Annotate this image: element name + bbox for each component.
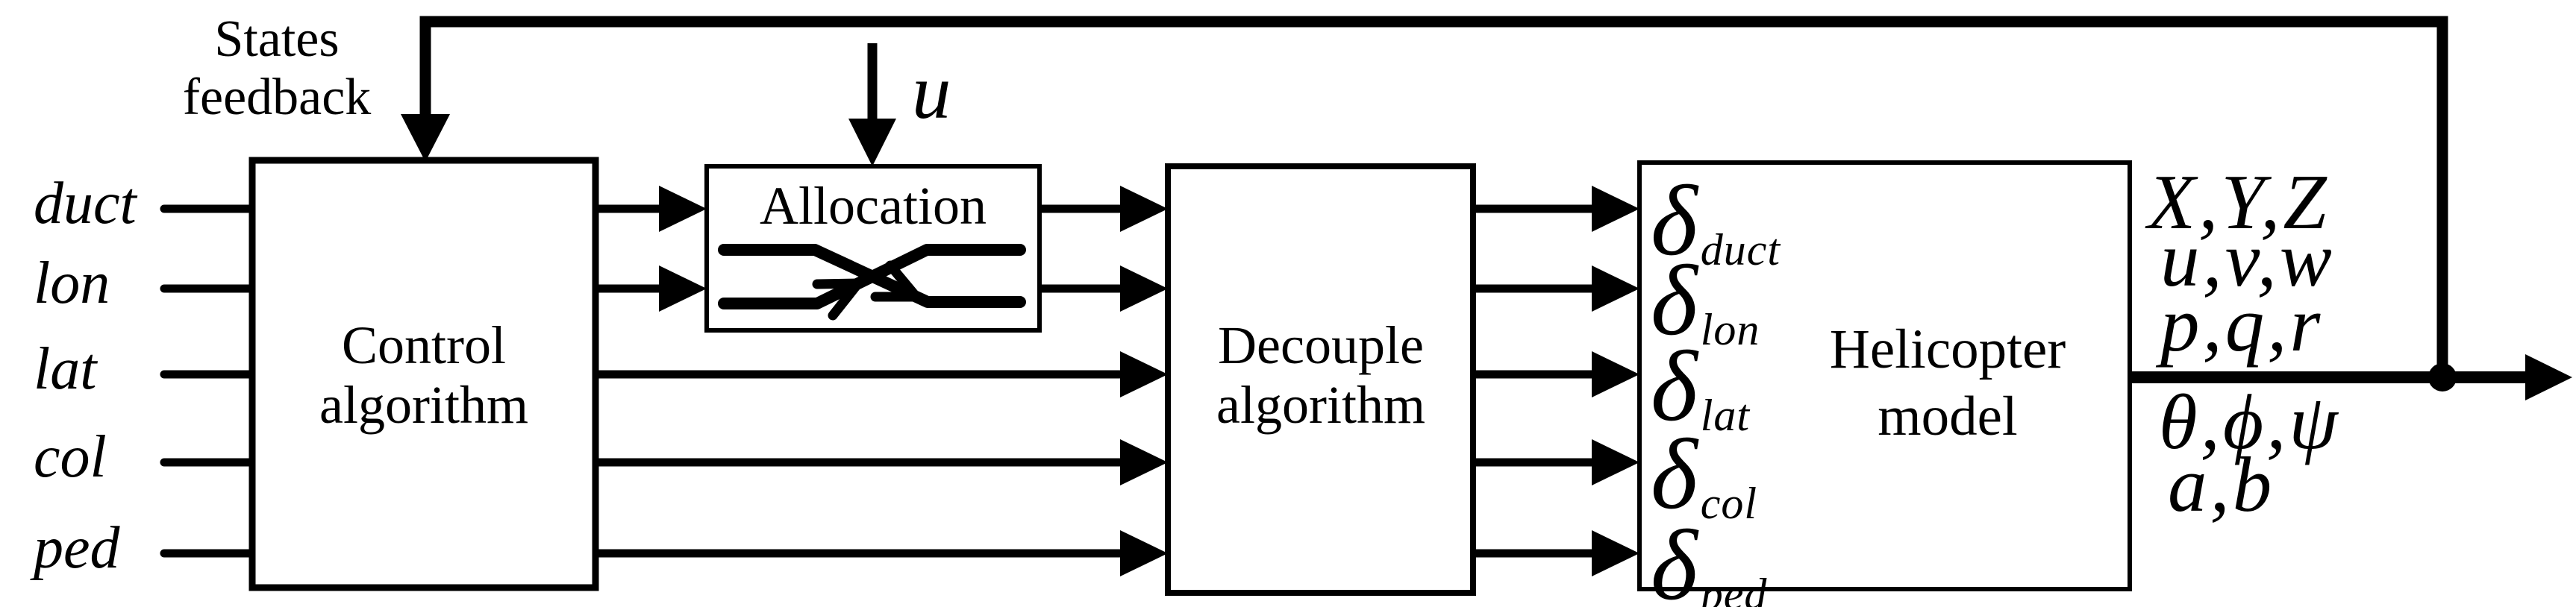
- delta-input-lat: δlat: [1651, 336, 1750, 466]
- arrowhead-icon: [1120, 530, 1168, 576]
- arrowhead-icon: [1120, 265, 1168, 312]
- arrowhead-icon: [659, 265, 707, 312]
- delta-symbol: δ: [1651, 166, 1698, 277]
- row-duct-connectors: [160, 186, 1639, 232]
- row-lat-connectors: [160, 351, 1639, 397]
- delta-subscript: lat: [1700, 391, 1751, 440]
- delta-symbol: δ: [1651, 331, 1698, 442]
- output-label-uvw: u,v,w: [2160, 216, 2335, 303]
- input-label-lat: lat: [34, 336, 97, 402]
- u-arrowhead-icon: [848, 119, 896, 166]
- crossover-chevron-icon: [812, 278, 863, 321]
- helicopter-box-label: Helicopter model: [1830, 316, 2066, 450]
- u-input-label: u: [912, 48, 951, 135]
- arrowhead-icon: [1592, 265, 1639, 312]
- delta-input-ped: δped: [1651, 515, 1767, 607]
- feedback-loop: [401, 16, 2448, 377]
- arrowhead-icon: [1592, 530, 1639, 576]
- crossover-symbol-icon: [718, 244, 1026, 321]
- helicopter-label-line2: model: [1878, 386, 2018, 447]
- input-label-duct: duct: [34, 171, 137, 236]
- input-label-col: col: [34, 424, 107, 490]
- delta-input-col: δcol: [1651, 424, 1757, 554]
- junction-dot: [2428, 363, 2457, 391]
- arrowhead-icon: [1592, 439, 1639, 485]
- row-lon-connectors: [160, 265, 1639, 312]
- decouple-box-label: Decouple algorithm: [1216, 315, 1425, 435]
- control-label-line1: Control: [341, 315, 507, 375]
- delta-subscript: duct: [1700, 225, 1781, 274]
- delta-symbol: δ: [1651, 245, 1698, 356]
- output-label-flapping: a,b: [2168, 441, 2275, 528]
- feedback-path: [419, 16, 2448, 377]
- arrowhead-icon: [1120, 439, 1168, 485]
- input-label-lon: lon: [34, 251, 110, 316]
- states-feedback-line2: feedback: [182, 69, 372, 126]
- decouple-label-line1: Decouple: [1218, 315, 1424, 375]
- output-label-pqr: p,q,r: [2160, 280, 2324, 368]
- control-box-label: Control algorithm: [319, 315, 528, 435]
- helicopter-label-line1: Helicopter: [1829, 318, 2066, 380]
- row-ped-connectors: [160, 530, 1639, 576]
- delta-input-duct: δduct: [1651, 171, 1781, 301]
- output-label-angles: θ,ϕ,ψ: [2159, 378, 2341, 465]
- output-arrow: [2130, 354, 2572, 400]
- output-label-xyz: X,Y,Z: [2148, 158, 2330, 245]
- delta-subscript: col: [1700, 479, 1758, 528]
- input-label-ped: ped: [34, 515, 120, 581]
- arrowhead-icon: [659, 186, 707, 232]
- u-input-arrow: [848, 43, 896, 166]
- arrowhead-icon: [1592, 351, 1639, 397]
- delta-symbol: δ: [1651, 510, 1698, 607]
- row-col-connectors: [160, 439, 1639, 485]
- arrowhead-icon: [1120, 186, 1168, 232]
- delta-symbol: δ: [1651, 419, 1698, 530]
- decouple-box: [1165, 163, 1476, 596]
- arrowhead-icon: [1120, 351, 1168, 397]
- delta-subscript: lon: [1700, 305, 1760, 354]
- crossover-chevron-icon: [870, 260, 922, 302]
- output-arrowhead-icon: [2525, 354, 2572, 400]
- feedback-arrowhead-icon: [401, 114, 450, 162]
- allocation-box-label: Allocation: [760, 176, 987, 236]
- helicopter-box: [1637, 160, 2132, 591]
- delta-subscript: ped: [1700, 570, 1768, 607]
- states-feedback-label: States feedback: [183, 10, 372, 127]
- states-feedback-line1: States: [214, 10, 340, 68]
- control-label-line2: algorithm: [319, 375, 528, 435]
- decouple-label-line2: algorithm: [1216, 375, 1425, 435]
- delta-input-lon: δlon: [1651, 251, 1760, 380]
- arrowhead-icon: [1592, 186, 1639, 232]
- control-box: [248, 157, 599, 591]
